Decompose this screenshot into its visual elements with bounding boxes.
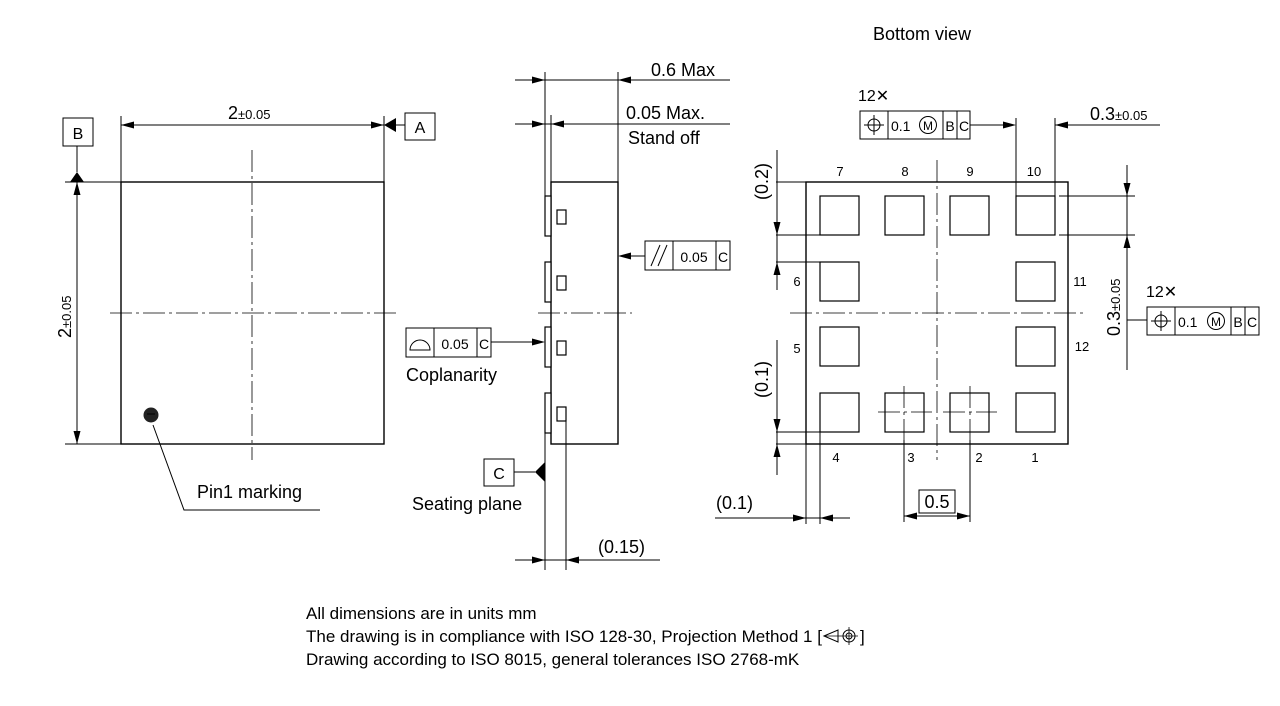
edge-offset-x-label: (0.1) <box>716 493 753 513</box>
svg-text:10: 10 <box>1027 164 1041 179</box>
svg-text:2: 2 <box>975 450 982 465</box>
parallelism-datum: C <box>718 249 728 265</box>
parallelism-tolerance: 0.05 <box>680 249 707 265</box>
seating-plane-label: Seating plane <box>412 494 522 514</box>
pad-width-label: 0.3±0.05 <box>1090 104 1147 124</box>
datum-b-box <box>62 117 94 147</box>
note-projection-text: The drawing is in compliance with ISO 12… <box>306 627 822 646</box>
svg-text:3: 3 <box>907 450 914 465</box>
position-frame-right: 0.1 M B C <box>1146 306 1260 336</box>
pin1-leader <box>152 424 320 511</box>
mmc-modifier-icon <box>1207 312 1225 330</box>
bottom-view: Bottom view 7 8 9 10 <box>715 24 1260 524</box>
datum-a-label: A <box>415 120 426 137</box>
standoff-label: Stand off <box>628 128 701 148</box>
side-view: 0.6 Max 0.05 Max. Stand off 0.05 C 0.05 … <box>405 60 731 570</box>
coplanarity-symbol <box>409 339 431 351</box>
note-units: All dimensions are in units mm <box>306 604 537 623</box>
datum-b-triangle <box>70 172 84 182</box>
svg-text:B: B <box>1233 314 1242 330</box>
datum-c-label: C <box>493 466 505 483</box>
svg-text:5: 5 <box>793 341 800 356</box>
position-count-top: 12✕ <box>858 88 889 105</box>
datum-a-triangle <box>384 118 396 132</box>
pad-extent-label: (0.15) <box>598 537 645 557</box>
svg-text:C: C <box>1247 314 1257 330</box>
pin-numbers: 7 8 9 10 4 3 2 1 6 5 11 12 <box>793 164 1089 465</box>
svg-text:1: 1 <box>1031 450 1038 465</box>
svg-text:4: 4 <box>832 450 839 465</box>
note-projection: The drawing is in compliance with ISO 12… <box>306 625 865 648</box>
svg-text:0.1: 0.1 <box>1178 314 1198 330</box>
coplanarity-label: Coplanarity <box>406 365 497 385</box>
standoff-value: 0.05 Max. <box>626 103 705 123</box>
coplanarity-tolerance: 0.05 <box>441 336 468 352</box>
max-height-label: 0.6 Max <box>651 60 715 80</box>
side-view-pads <box>544 195 567 434</box>
coplanarity-frame: 0.05 C <box>405 327 492 358</box>
inner-offset-y-label: (0.1) <box>752 361 772 398</box>
svg-text:8: 8 <box>901 164 908 179</box>
mmc-modifier-icon <box>919 116 937 134</box>
svg-text:M: M <box>1211 315 1221 329</box>
coplanarity-datum: C <box>479 336 489 352</box>
pad-height-label: 0.3±0.05 <box>1104 279 1124 336</box>
svg-text:0.1: 0.1 <box>891 118 911 134</box>
pitch-label: 0.5 <box>924 492 949 512</box>
svg-text:12: 12 <box>1075 339 1089 354</box>
svg-text:B: B <box>945 118 954 134</box>
datum-c-triangle <box>535 462 545 482</box>
datum-c-box <box>483 458 515 487</box>
parallelism-frame: 0.05 C <box>644 240 731 271</box>
pitch-box <box>918 489 956 514</box>
bottom-view-title: Bottom view <box>873 24 972 44</box>
parallelism-symbol <box>650 244 661 267</box>
datum-b-label: B <box>73 126 84 143</box>
pin1-marking-dot <box>143 407 159 423</box>
projection-method-icon <box>822 627 858 645</box>
position-frame-top: 0.1 M B C <box>859 110 971 140</box>
top-view: Pin1 marking 2±0.05 A 2±0.05 B <box>55 103 436 511</box>
svg-text:9: 9 <box>966 164 973 179</box>
svg-text:C: C <box>959 118 969 134</box>
notes: All dimensions are in units mm The drawi… <box>306 602 865 671</box>
note-tolerances: Drawing according to ISO 8015, general t… <box>306 650 800 669</box>
svg-text:6: 6 <box>793 274 800 289</box>
svg-text:M: M <box>923 119 933 133</box>
svg-text:7: 7 <box>836 164 843 179</box>
datum-a-box <box>404 112 436 141</box>
height-label: 2±0.05 <box>55 296 75 338</box>
pin1-label: Pin1 marking <box>197 482 302 502</box>
width-label: 2±0.05 <box>228 103 270 123</box>
bottom-view-pads <box>819 195 1056 440</box>
note-projection-suffix: ] <box>859 627 865 646</box>
edge-offset-y-label: (0.2) <box>752 163 772 200</box>
svg-text:11: 11 <box>1073 274 1087 289</box>
position-count-right: 12✕ <box>1146 284 1177 301</box>
